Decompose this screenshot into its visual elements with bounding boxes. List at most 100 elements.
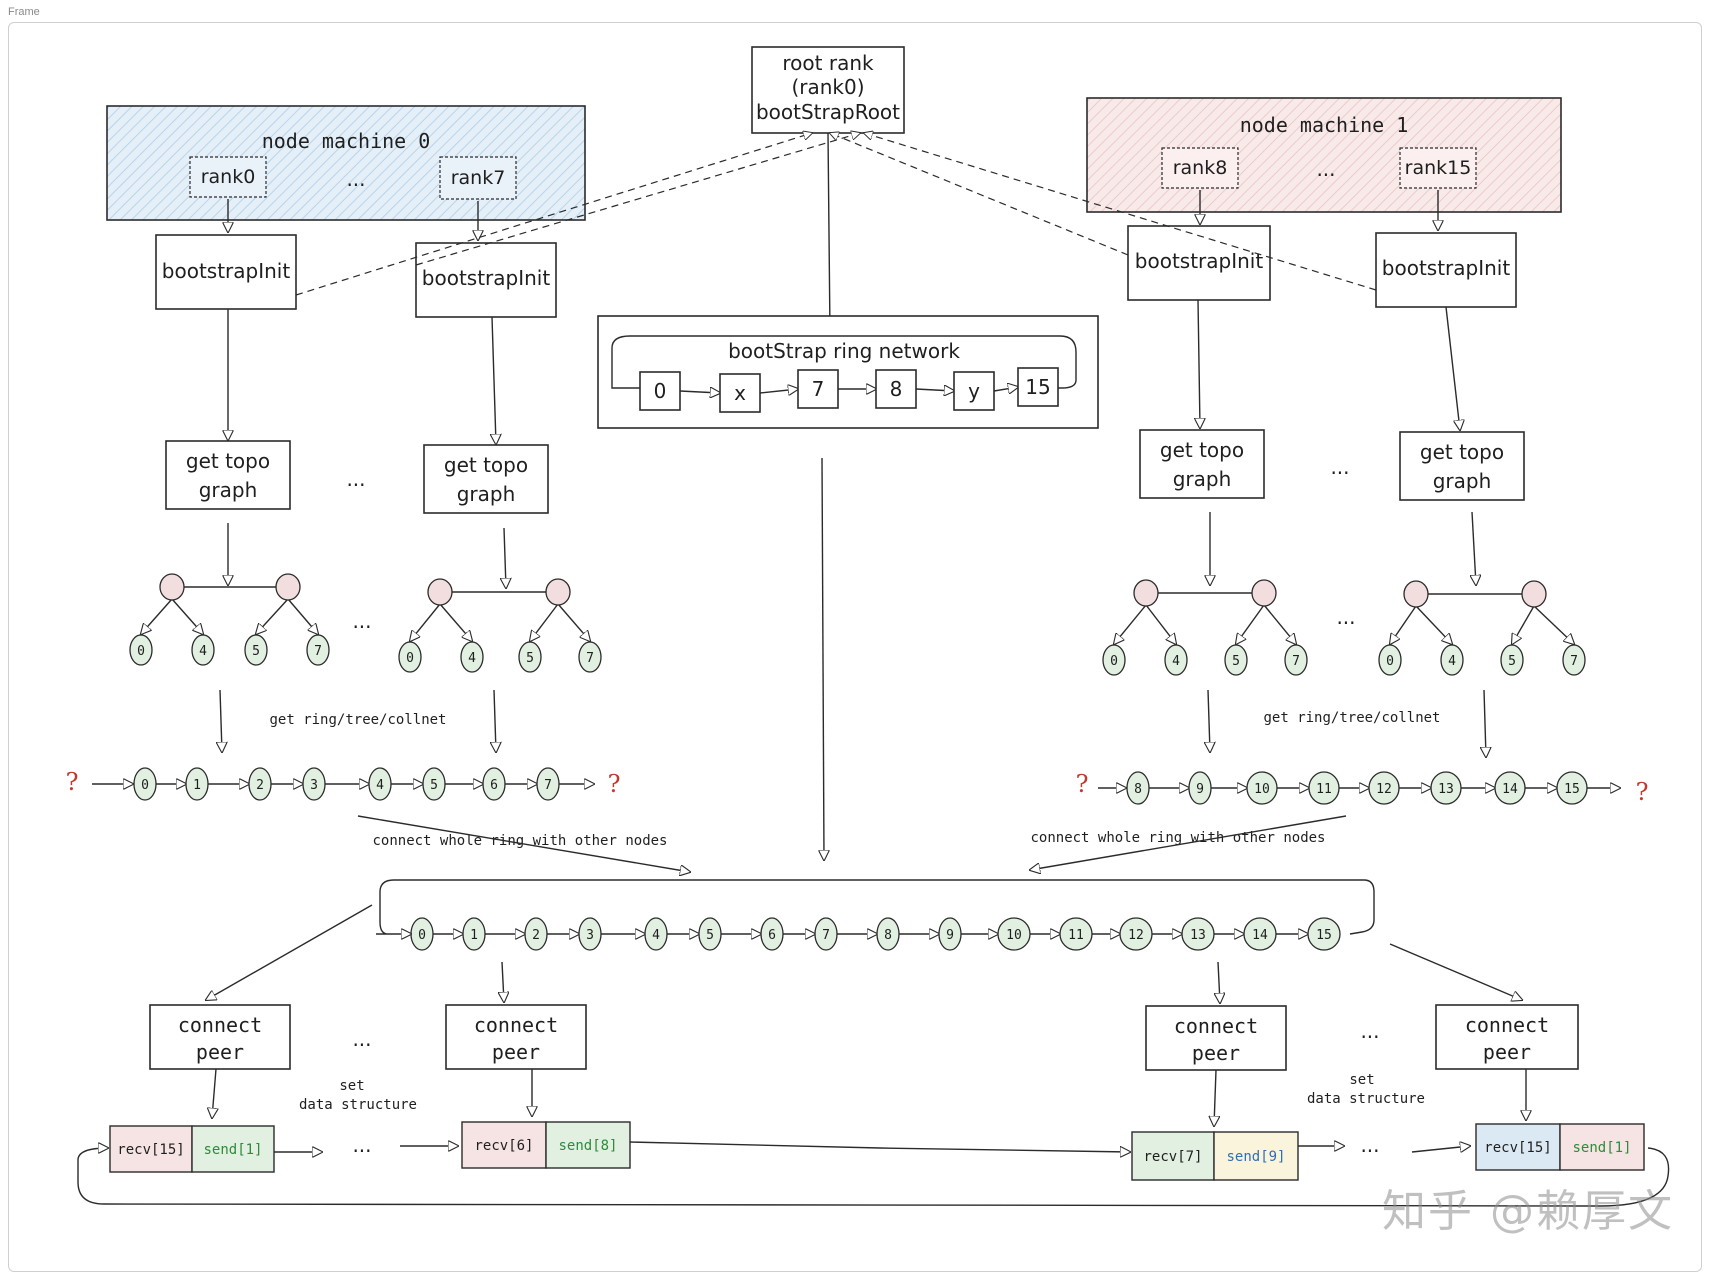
svg-text:7: 7 (544, 778, 552, 793)
svg-text:0: 0 (406, 651, 414, 666)
ring-cell-7: 7 (797, 369, 839, 409)
svg-text:0: 0 (137, 644, 145, 659)
svg-text:recv[6]: recv[6] (474, 1138, 533, 1154)
left-ring-question-end: ? (608, 770, 621, 798)
recv-buffer: recv[15] (109, 1125, 193, 1173)
left-ring-node-1: 1 (185, 767, 209, 801)
buffers: recv[15]send[1]recv[6]send[8]recv[7]send… (109, 1121, 1645, 1181)
right-ring-node-10: 10 (1246, 771, 1278, 805)
full-ring-node-8: 8 (876, 917, 900, 951)
connect-peer-left-ellipsis: ... (352, 1027, 371, 1051)
connect-peer-8-line1: connect (1174, 1014, 1258, 1038)
connect-peer-7-line2: peer (492, 1040, 540, 1064)
connect-peer-15-line1: connect (1465, 1013, 1549, 1037)
rank7-label: rank7 (451, 167, 506, 189)
machine-1-ellipsis: ... (1316, 157, 1335, 181)
right-ring-node-13: 13 (1430, 771, 1462, 805)
full-ring-node-12: 12 (1119, 917, 1153, 951)
bootstrap-init-0: bootstrapInit (155, 234, 297, 310)
svg-text:0: 0 (1386, 654, 1394, 669)
connect-ring-label-right: connect whole ring with other nodes (1030, 830, 1325, 846)
tree-right-ellipsis: ... (1336, 605, 1355, 629)
set-ds-left-line2: data structure (299, 1097, 417, 1113)
tree-left-ellipsis: ... (352, 609, 371, 633)
svg-text:3: 3 (310, 778, 318, 793)
svg-text:5: 5 (1508, 654, 1516, 669)
buffer-right-ellipsis: ... (1360, 1133, 1379, 1157)
topo-box-15: get topo graph (1399, 431, 1525, 501)
svg-text:15: 15 (1564, 782, 1580, 797)
svg-text:3: 3 (586, 928, 594, 943)
tree-leaf-7: 7 (578, 641, 602, 673)
tree-leaf-4: 4 (1440, 644, 1464, 676)
svg-text:2: 2 (532, 928, 540, 943)
rank0-label: rank0 (201, 166, 256, 188)
topo-0-line1: get topo (186, 449, 270, 473)
recv-buffer: recv[6] (461, 1121, 547, 1169)
ring-cell-label: 7 (812, 377, 825, 401)
full-ring-node-3: 3 (578, 917, 602, 951)
tree-leaf-0: 0 (398, 641, 422, 673)
topo-8-line2: graph (1173, 467, 1232, 491)
recv-buffer: recv[7] (1131, 1131, 1215, 1181)
ring-cell-label: 15 (1025, 375, 1050, 399)
get-ring-label-left: get ring/tree/collnet (269, 712, 446, 728)
watermark: 知乎 @赖厚文 (1382, 1186, 1674, 1237)
svg-text:13: 13 (1190, 928, 1206, 943)
topo-box-8: get topo graph (1139, 429, 1265, 499)
set-ds-right-line2: data structure (1307, 1091, 1425, 1107)
svg-text:14: 14 (1252, 928, 1268, 943)
tree-parent-node (1133, 579, 1159, 607)
topo-15-line2: graph (1433, 469, 1492, 493)
buffer-pair-3: recv[15]send[1] (1475, 1123, 1645, 1171)
topo-box-0: get topo graph (165, 440, 291, 510)
tree-leaf-7: 7 (1562, 644, 1586, 676)
ring-cell-link (993, 387, 1018, 391)
connect-peer-7: connect peer (445, 1004, 587, 1070)
svg-text:11: 11 (1316, 782, 1332, 797)
set-ds-right-line1: set (1349, 1072, 1374, 1088)
right-ring-node-12: 12 (1368, 771, 1400, 805)
svg-text:8: 8 (884, 928, 892, 943)
connect-peer-8: connect peer (1145, 1005, 1287, 1071)
buffer-left-ellipsis: ... (352, 1133, 371, 1157)
svg-text:10: 10 (1006, 928, 1022, 943)
connect-peer-7-line1: connect (474, 1013, 558, 1037)
ring-cell-link (915, 389, 954, 391)
full-ring-node-9: 9 (938, 917, 962, 951)
svg-text:4: 4 (652, 928, 660, 943)
full-ring-node-0: 0 (410, 917, 434, 951)
tree-leaf-4: 4 (460, 641, 484, 673)
tree-parent-node (1521, 580, 1547, 608)
send-buffer: send[1] (1559, 1123, 1645, 1171)
tree-parent-node (275, 573, 301, 601)
tree-parent-node (1403, 580, 1429, 608)
ring-cell-link (679, 391, 720, 393)
svg-text:0: 0 (418, 928, 426, 943)
right-ring-question-end: ? (1636, 778, 1649, 806)
ring-cell-8: 8 (875, 369, 917, 409)
connect-peer-0-line2: peer (196, 1040, 244, 1064)
svg-text:send[8]: send[8] (558, 1138, 617, 1154)
root-line2: (rank0) (791, 75, 864, 99)
svg-text:send[1]: send[1] (1572, 1140, 1631, 1156)
tree-leaf-0: 0 (1102, 644, 1126, 676)
connect-peer-right-ellipsis: ... (1360, 1019, 1379, 1043)
topo-8-line1: get topo (1160, 438, 1244, 462)
svg-text:send[9]: send[9] (1226, 1149, 1285, 1165)
svg-text:5: 5 (1232, 654, 1240, 669)
topo-7-line1: get topo (444, 453, 528, 477)
full-ring-node-2: 2 (524, 917, 548, 951)
svg-text:15: 15 (1316, 928, 1332, 943)
svg-text:5: 5 (252, 644, 260, 659)
tree-parent-node (159, 573, 185, 601)
connect-peer-15-line2: peer (1483, 1040, 1531, 1064)
svg-text:4: 4 (1448, 654, 1456, 669)
svg-text:11: 11 (1068, 928, 1084, 943)
